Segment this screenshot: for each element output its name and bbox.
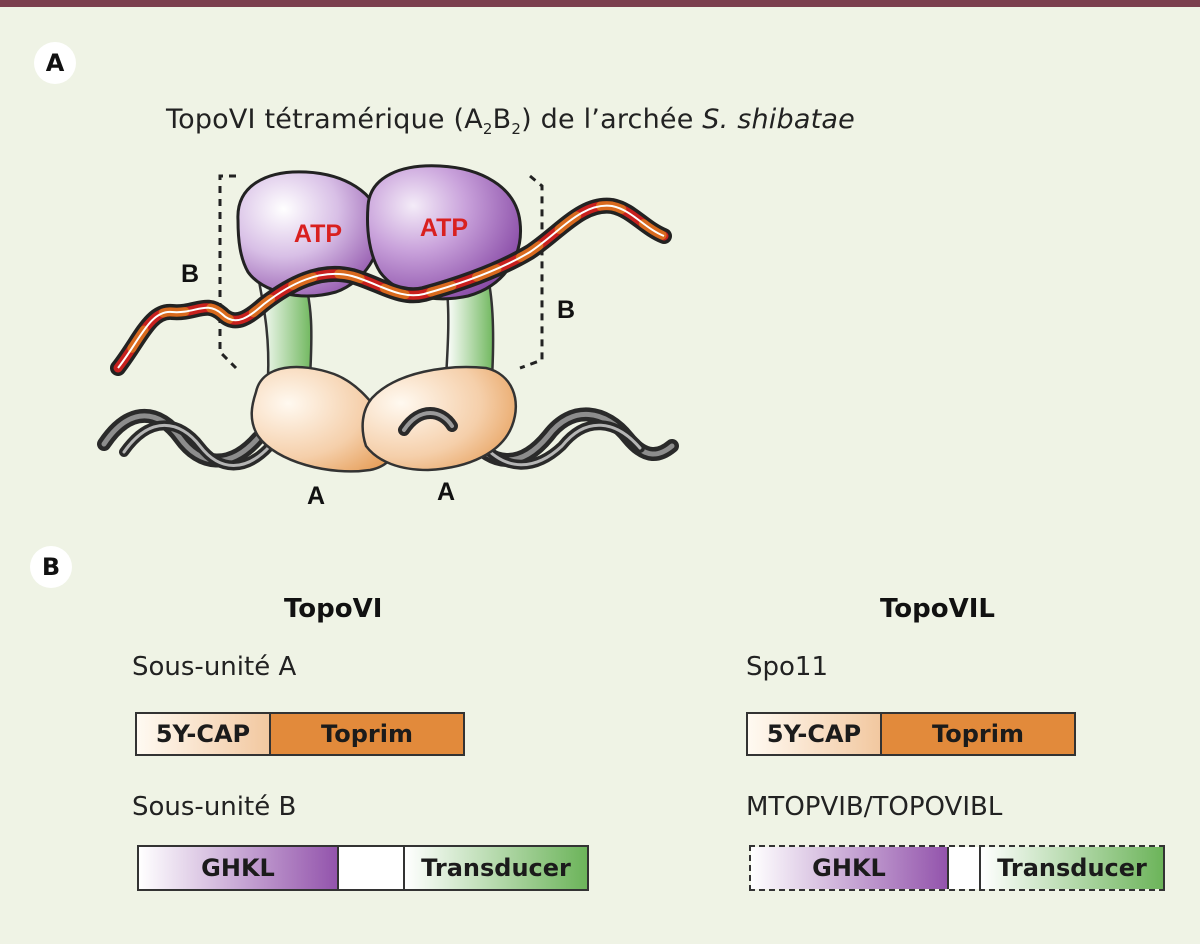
transducer-domain: Transducer (403, 847, 587, 889)
panel-a-badge: A (34, 42, 76, 84)
red-dna-duplex (110, 197, 672, 376)
subunit-a-label: Sous-unité A (132, 652, 297, 682)
title-subscript-a: 2 (482, 120, 493, 138)
ghkl-domain: GHKL (751, 847, 947, 889)
toprim-domain: Toprim (269, 714, 463, 754)
transducer-domain: Transducer (979, 847, 1163, 889)
label-b-right: B (557, 296, 575, 324)
subunit-b-domain-bar: GHKL Transducer (137, 845, 589, 891)
ghkl-domain: GHKL (139, 847, 337, 889)
subunit-a-domain-bar: 5Y-CAP Toprim (135, 712, 465, 756)
atp-label-left: ATP (294, 220, 342, 248)
spo11-domain-bar: 5Y-CAP Toprim (746, 712, 1076, 756)
title-species: S. shibatae (702, 104, 855, 135)
title-mid: B (492, 104, 512, 135)
toprim-domain: Toprim (880, 714, 1074, 754)
title-prefix: TopoVI tétramérique (A (166, 104, 483, 135)
label-a-right: A (437, 478, 455, 506)
mtopvib-label: MTOPVIB/TOPOVIBL (746, 792, 1003, 822)
label-a-left: A (307, 482, 325, 510)
5y-cap-domain: 5Y-CAP (748, 714, 880, 754)
left-bracket (218, 174, 238, 370)
atp-label-right: ATP (420, 214, 468, 242)
5y-cap-domain: 5Y-CAP (137, 714, 269, 754)
title-subscript-b: 2 (511, 120, 522, 138)
mtopvib-domain-bar: GHKL Transducer (749, 845, 1165, 891)
linker-region (337, 847, 403, 889)
topovil-heading: TopoVIL (880, 594, 995, 624)
topovi-heading: TopoVI (284, 594, 383, 624)
right-bracket (519, 174, 544, 370)
top-rule (0, 0, 1200, 7)
linker-region (947, 847, 979, 889)
title-after: ) de l’archée (521, 104, 703, 135)
panel-b-badge: B (30, 546, 72, 588)
panel-a-title: TopoVI tétramérique (A2B2) de l’archée S… (166, 104, 855, 138)
label-b-left: B (181, 260, 199, 288)
spo11-label: Spo11 (746, 652, 828, 682)
subunit-b-label: Sous-unité B (132, 792, 297, 822)
